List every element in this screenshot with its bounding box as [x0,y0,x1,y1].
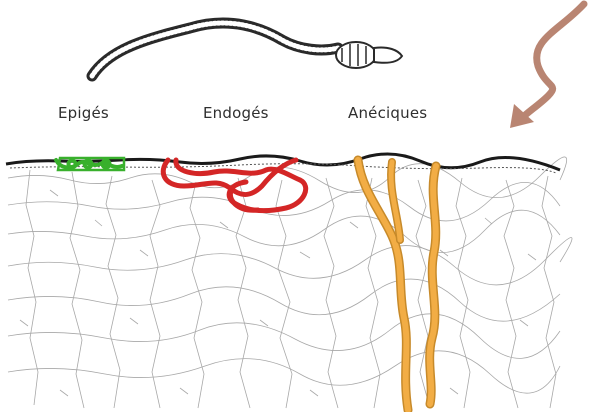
worm-head [374,47,402,62]
label-aneciques: Anéciques [348,104,427,122]
soil-texture [8,157,572,408]
label-endoges: Endogés [203,104,269,122]
curved-arrow-down-left-icon [510,4,584,128]
earthworm-illustration [92,23,402,76]
aneciques-burrow [358,160,436,410]
endoges-burrow [163,160,305,211]
label-epiges: Epigés [58,104,109,122]
